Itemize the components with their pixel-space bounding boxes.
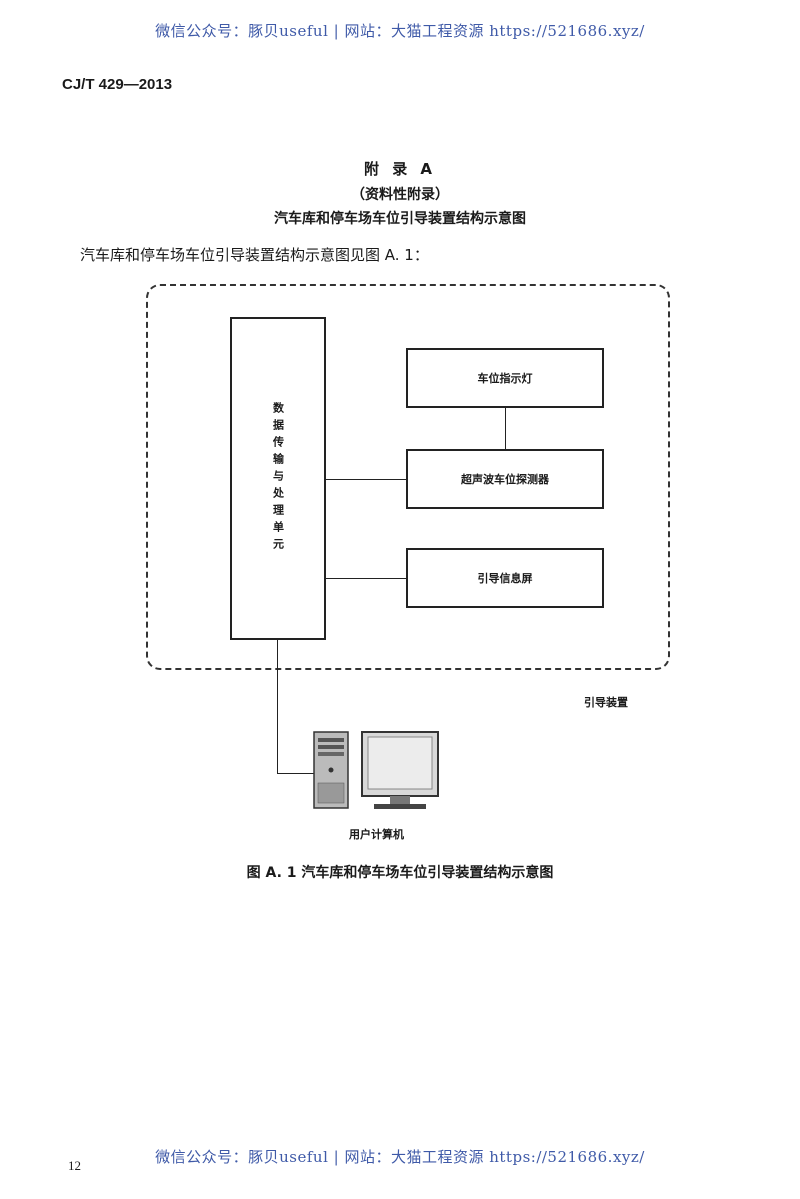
standard-code: CJ/T 429—2013 [62,76,173,93]
appendix-subtitle: （资料性附录） [351,187,449,203]
user-computer-label: 用户计算机 [349,828,404,841]
appendix-title: 附 录 A [363,160,437,178]
guidance-device-label: 引导装置 [584,696,628,709]
space-indicator-box: 车位指示灯 [406,348,604,408]
connector-to-computer [277,773,314,774]
guidance-device-frame [146,284,670,670]
guidance-screen-box: 引导信息屏 [406,548,604,608]
intro-text: 汽车库和停车场车位引导装置结构示意图见图 A. 1： [80,246,429,264]
connector-unit-screen [326,578,406,579]
data-processing-unit-box: 数据传输与处理单元 [230,317,326,640]
user-computer-icon [313,731,439,809]
space-indicator-label: 车位指示灯 [477,372,533,385]
ultrasonic-detector-box: 超声波车位探测器 [406,449,604,509]
connector-indicator-detector [505,408,506,449]
watermark-top: 微信公众号：豚贝useful | 网站：大猫工程资源 https://52168… [155,22,645,40]
ultrasonic-detector-label: 超声波车位探测器 [461,473,549,486]
data-processing-unit-label: 数据传输与处理单元 [271,402,285,555]
guidance-screen-label: 引导信息屏 [477,572,533,585]
connector-unit-detector [326,479,406,480]
appendix-heading: 汽车库和停车场车位引导装置结构示意图 [274,211,526,227]
page-number: 12 [68,1158,81,1173]
watermark-bottom: 微信公众号：豚贝useful | 网站：大猫工程资源 https://52168… [155,1148,645,1166]
connector-unit-down [277,640,278,773]
figure-caption: 图 A. 1 汽车库和停车场车位引导装置结构示意图 [246,865,554,881]
